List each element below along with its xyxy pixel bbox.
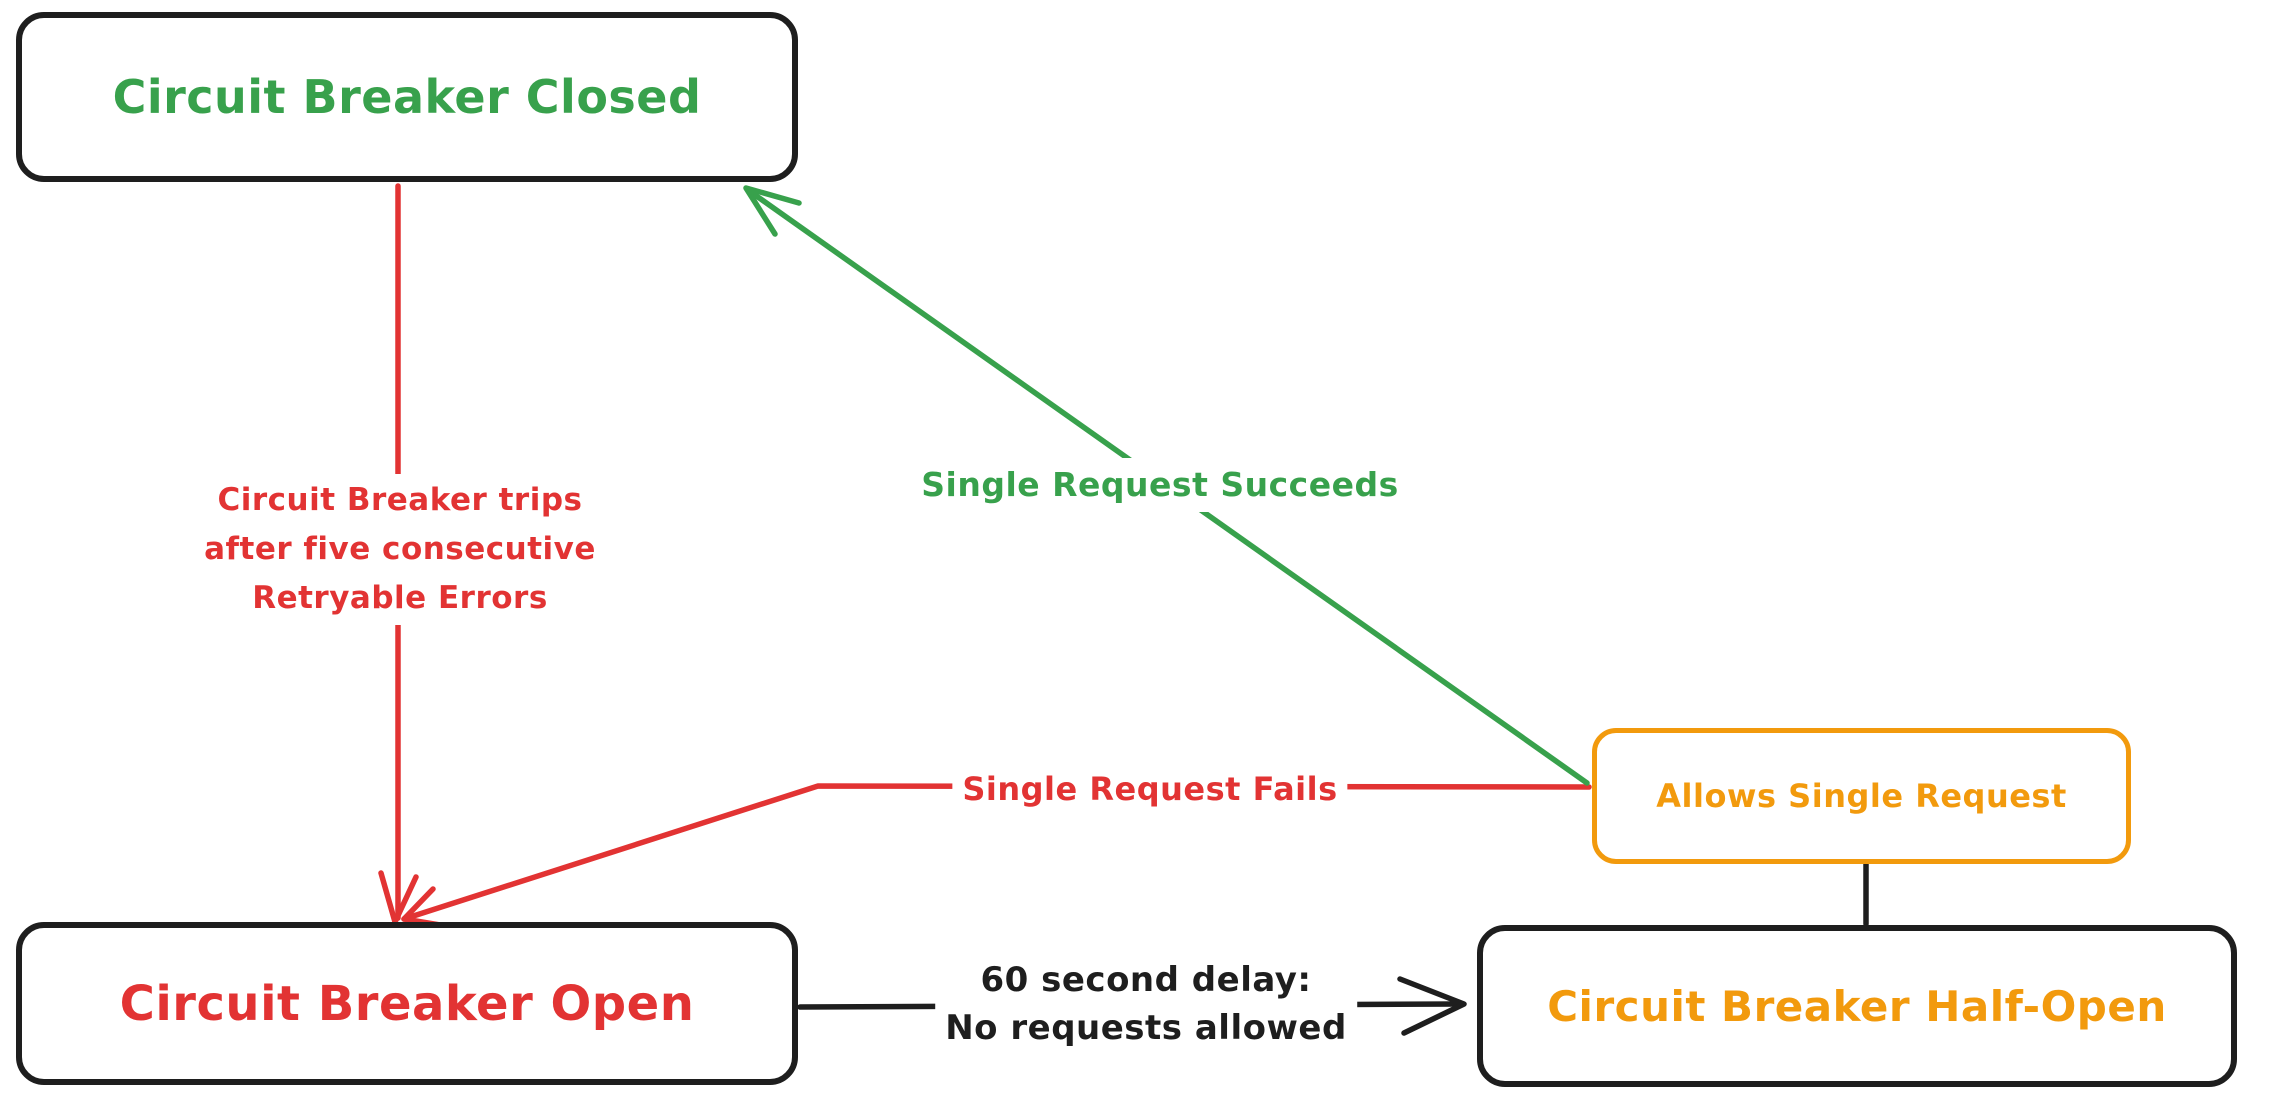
edge-label-trips-line1: Circuit Breaker trips xyxy=(217,482,583,518)
node-circuit-breaker-closed: Circuit Breaker Closed xyxy=(16,12,798,182)
edge-label-trips: Circuit Breaker trips after five consecu… xyxy=(194,474,606,625)
node-circuit-breaker-open: Circuit Breaker Open xyxy=(16,922,798,1085)
edge-label-fails: Single Request Fails xyxy=(952,762,1348,816)
node-circuit-breaker-closed-label: Circuit Breaker Closed xyxy=(112,70,702,124)
node-allows-single-request-label: Allows Single Request xyxy=(1656,777,2067,815)
edge-label-succeeds: Single Request Succeeds xyxy=(911,458,1409,512)
edge-label-delay-line2: No requests allowed xyxy=(945,1008,1347,1048)
edge-label-delay-line1: 60 second delay: xyxy=(980,960,1312,1000)
node-allows-single-request: Allows Single Request xyxy=(1592,728,2131,864)
edge-label-trips-line3: Retryable Errors xyxy=(252,580,548,616)
node-circuit-breaker-open-label: Circuit Breaker Open xyxy=(119,975,695,1032)
edge-label-delay: 60 second delay: No requests allowed xyxy=(935,954,1357,1054)
node-circuit-breaker-half-open-label: Circuit Breaker Half-Open xyxy=(1547,981,2167,1031)
node-circuit-breaker-half-open: Circuit Breaker Half-Open xyxy=(1477,925,2237,1087)
edge-label-trips-line2: after five consecutive xyxy=(204,531,596,567)
